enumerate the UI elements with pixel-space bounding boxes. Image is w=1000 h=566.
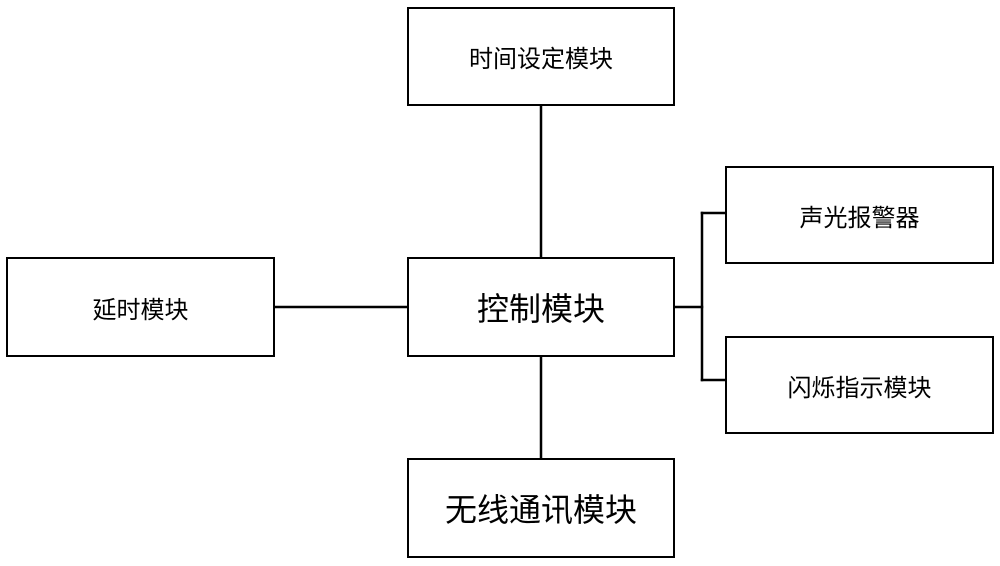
wireless-communication-module-box: 无线通讯模块 <box>407 458 675 558</box>
sound-light-alarm-box: 声光报警器 <box>725 166 994 264</box>
control-module-box: 控制模块 <box>407 257 675 357</box>
flash-indicator-module-label: 闪烁指示模块 <box>787 373 932 402</box>
time-setting-module-box: 时间设定模块 <box>407 7 675 106</box>
wireless-communication-module-label: 无线通讯模块 <box>444 491 637 529</box>
delay-module-box: 延时模块 <box>6 257 275 357</box>
delay-module-label: 延时模块 <box>92 295 189 324</box>
control-module-label: 控制模块 <box>476 290 605 328</box>
time-setting-module-label: 时间设定模块 <box>469 45 613 73</box>
sound-light-alarm-label: 声光报警器 <box>799 203 920 232</box>
flash-indicator-module-box: 闪烁指示模块 <box>725 336 994 434</box>
